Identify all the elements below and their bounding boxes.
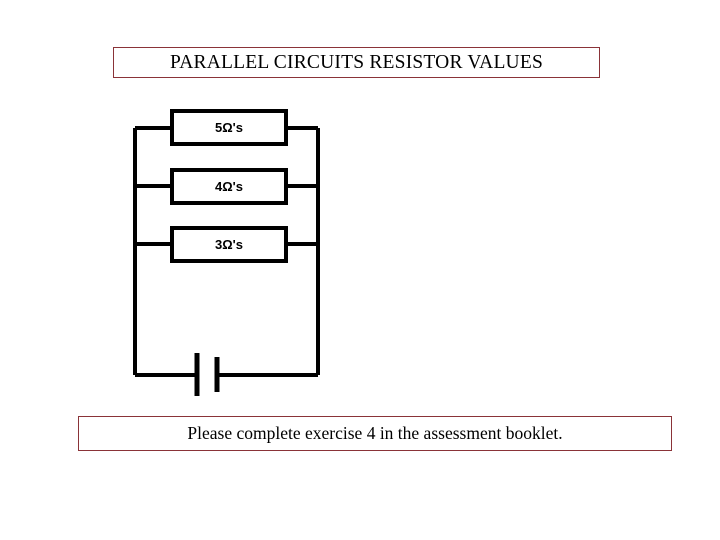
resistor-label-3: 3Ω's [215,237,243,252]
title-banner: PARALLEL CIRCUITS RESISTOR VALUES [113,47,600,78]
footer-instruction-text: Please complete exercise 4 in the assess… [187,422,563,443]
resistor-label-2: 4Ω's [215,179,243,194]
page-title: PARALLEL CIRCUITS RESISTOR VALUES [169,51,543,73]
footer-banner: Please complete exercise 4 in the assess… [78,416,672,451]
resistor-label-1: 5Ω's [215,120,243,135]
